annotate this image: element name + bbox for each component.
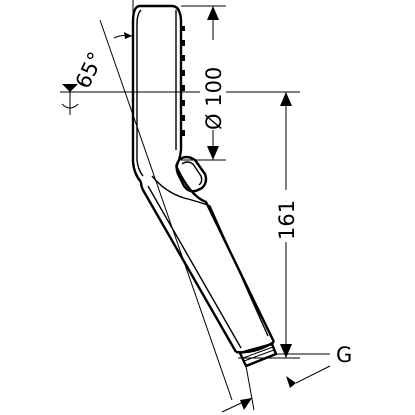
diameter-label: Ø 100 [202, 67, 226, 130]
thread-label: G [336, 343, 352, 367]
angle-label: 65° [71, 48, 108, 92]
angle-dimension: 65° [60, 0, 300, 401]
shower-handle [139, 165, 276, 354]
spray-nozzles [180, 26, 185, 136]
length-dimension: 161 [238, 92, 300, 359]
thread-connector [238, 342, 278, 368]
diameter-dimension: Ø 100 [181, 5, 226, 161]
length-label: 161 [275, 200, 299, 240]
shower-head [131, 4, 185, 183]
thread-dimension: G [221, 343, 352, 413]
